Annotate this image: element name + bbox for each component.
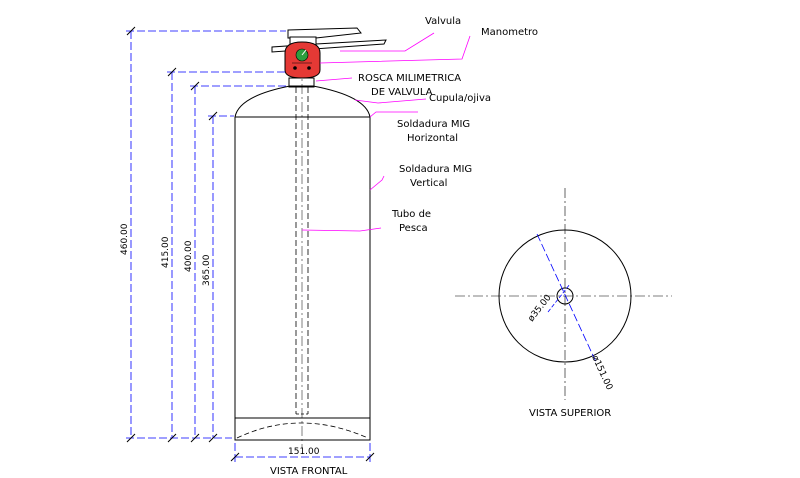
dimension-ticks [126,26,375,462]
callout-labels: Valvula Manometro ROSCA MILIMETRICA DE V… [358,16,538,234]
vertical-dimensions [126,30,371,462]
dome-cupula [234,85,371,118]
leader-manometro [319,35,471,64]
screw-icon [307,66,311,70]
leader-valvula [340,32,435,52]
top-view: ø35.00 ø151.00 [455,188,672,400]
top-view-title: VISTA SUPERIOR [529,408,611,419]
label-tubo-line2: Pesca [399,223,428,234]
label-sold-v-line1: Soldadura MIG [399,164,472,175]
label-cupula: Cupula/ojiva [429,93,491,104]
dim-outer-diameter: ø151.00 [589,354,614,392]
label-rosca-line2: DE VALVULA [371,87,433,98]
gauge-needle [301,49,307,56]
label-valvula: Valvula [425,16,461,27]
leader-tubo [301,227,382,232]
dim-400: 400.00 [184,240,194,272]
dim-inner-diameter: ø35.00 [526,293,553,324]
leader-cupula [354,98,427,104]
dim-151-width: 151.00 [288,447,320,457]
front-view-title: VISTA FRONTAL [270,466,348,477]
screw-icon [293,66,297,70]
cylinder-body [234,117,371,441]
extinguisher-front-view [234,30,371,448]
leader-rosca [315,77,353,82]
leader-sold-v [369,175,385,191]
dim-365: 365.00 [202,254,212,286]
leader-sold-h [369,111,418,118]
dimension-values: 460.00 415.00 400.00 365.00 151.00 [120,223,320,457]
valve-handle [287,27,362,39]
label-sold-h-line1: Soldadura MIG [397,119,470,130]
label-manometro: Manometro [481,27,538,38]
dim-415: 415.00 [161,236,171,268]
bottom-hidden-curve [236,422,369,439]
dim-460: 460.00 [120,223,130,255]
label-rosca-line1: ROSCA MILIMETRICA [358,73,461,84]
label-tubo-line1: Tubo de [391,209,431,220]
valve-assembly [271,27,387,79]
label-sold-v-line2: Vertical [410,178,447,189]
diameter-leader [536,233,597,363]
label-sold-h-line2: Horizontal [407,133,458,144]
leader-lines [301,32,471,232]
